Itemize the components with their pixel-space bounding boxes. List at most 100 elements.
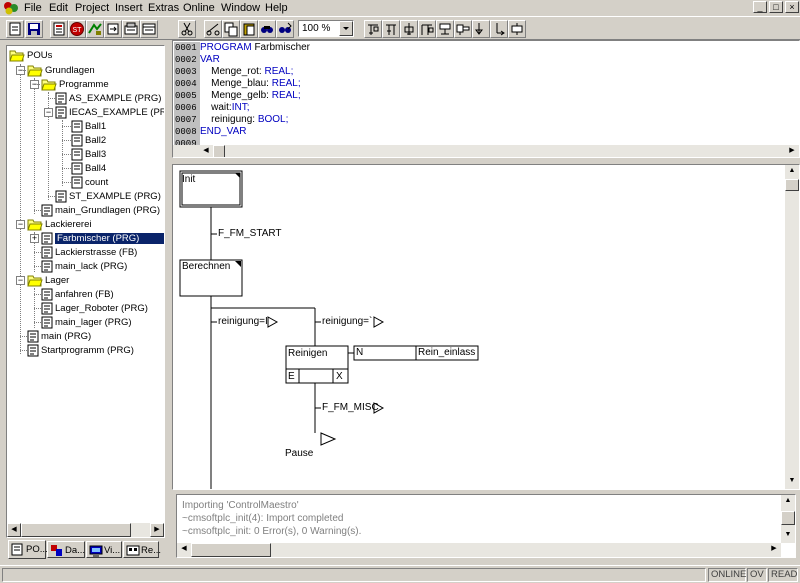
- copy-button[interactable]: [204, 20, 222, 38]
- action-button[interactable]: [454, 20, 472, 38]
- tab-data-types[interactable]: Da...: [47, 541, 85, 558]
- scroll-left-icon[interactable]: ◀: [181, 545, 187, 552]
- alt-branch-button[interactable]: [418, 20, 436, 38]
- action-qualifier-box[interactable]: [353, 345, 417, 361]
- menu-help[interactable]: Help: [265, 2, 288, 14]
- menu-window[interactable]: Window: [221, 2, 261, 14]
- keyword: VAR: [200, 54, 220, 65]
- new-button[interactable]: [6, 20, 24, 38]
- scroll-left-icon[interactable]: ◀: [203, 147, 209, 154]
- clipboard-button[interactable]: [240, 20, 258, 38]
- action-icon: [456, 24, 470, 35]
- jump-arrow-icon: [373, 316, 385, 328]
- save-icon: [28, 23, 40, 35]
- scroll-thumb[interactable]: [781, 511, 795, 525]
- step-reinigen-label: Reinigen: [288, 348, 328, 359]
- tree-line: [34, 252, 41, 253]
- paste-icon: [224, 22, 238, 37]
- transition-2-label: F_FM_MISC: [322, 402, 379, 413]
- collapse-icon[interactable]: −: [16, 275, 25, 285]
- close-button[interactable]: ×: [785, 1, 799, 13]
- step-reinigen-box[interactable]: [285, 345, 349, 384]
- step-after-button[interactable]: [400, 20, 418, 38]
- messages-vertical-scrollbar[interactable]: ▲ ▼: [781, 495, 795, 543]
- message-window[interactable]: Importing 'ControlMaestro' ~cmsoftplc_in…: [176, 494, 796, 558]
- tab-visualizations[interactable]: Vi...: [86, 541, 122, 558]
- declaration-horizontal-scrollbar[interactable]: ◀ ▶: [173, 145, 799, 157]
- chevron-down-icon[interactable]: [339, 21, 353, 36]
- sfc-vertical-scrollbar[interactable]: ▲ ▼: [785, 165, 799, 489]
- compile-button[interactable]: [122, 20, 140, 38]
- cut-icon: [181, 22, 193, 36]
- code-line: wait:INT;: [200, 102, 249, 114]
- stop-button[interactable]: ST: [68, 20, 86, 38]
- step-entry-label: E: [288, 371, 295, 382]
- step-berechnen-box[interactable]: [179, 259, 243, 297]
- declaration-editor[interactable]: 0001 0002 0003 0004 0005 0006 0007 0008 …: [172, 40, 800, 158]
- collapse-icon[interactable]: −: [16, 219, 25, 229]
- menu-edit[interactable]: Edit: [49, 2, 68, 14]
- pou-icon: [41, 288, 53, 301]
- collapse-icon[interactable]: −: [44, 107, 53, 117]
- scroll-right-icon[interactable]: ▶: [789, 147, 795, 154]
- scroll-up-icon[interactable]: ▲: [788, 167, 796, 174]
- print-button[interactable]: [50, 20, 68, 38]
- scroll-right-icon[interactable]: ▶: [771, 545, 777, 552]
- macro-button[interactable]: [508, 20, 526, 38]
- tree-line: [62, 120, 63, 186]
- tree-line: [62, 182, 71, 183]
- tab-label: PO...: [26, 544, 48, 555]
- cut-button[interactable]: [178, 20, 196, 38]
- minimize-button[interactable]: _: [753, 1, 767, 13]
- save-button[interactable]: [25, 20, 43, 38]
- menu-online[interactable]: Online: [183, 2, 215, 14]
- login-button[interactable]: [86, 20, 104, 38]
- jump-arrow-icon: [373, 402, 385, 414]
- scroll-up-icon[interactable]: ▲: [784, 497, 792, 504]
- tree-horizontal-scrollbar[interactable]: ◀ ▶: [7, 523, 164, 537]
- transition-left-label: reinigung=I: [218, 316, 268, 327]
- app-icon[interactable]: [3, 1, 19, 15]
- step-init-box[interactable]: [179, 170, 243, 208]
- menu-project[interactable]: Project: [75, 2, 110, 14]
- tree-label: Grundlagen: [45, 65, 95, 76]
- find-next-button[interactable]: [276, 20, 294, 38]
- line-number: 0005: [174, 90, 200, 102]
- jump-button[interactable]: [472, 20, 490, 38]
- pou-icon: [27, 344, 39, 357]
- restore-button[interactable]: □: [769, 1, 783, 13]
- scroll-thumb[interactable]: [785, 179, 799, 191]
- menu-insert[interactable]: Insert: [115, 2, 143, 14]
- expand-icon[interactable]: +: [30, 233, 39, 243]
- variable-type: REAL;: [271, 90, 301, 101]
- step-transition-button[interactable]: [364, 20, 382, 38]
- scroll-left-icon[interactable]: ◀: [7, 523, 21, 537]
- jump-icon: [320, 432, 337, 446]
- label-icon: [496, 23, 505, 36]
- scroll-thumb[interactable]: [191, 543, 271, 557]
- paste-button[interactable]: [222, 20, 240, 38]
- scroll-down-icon[interactable]: ▼: [784, 531, 792, 538]
- scroll-thumb[interactable]: [213, 145, 225, 157]
- scroll-right-icon[interactable]: ▶: [150, 523, 164, 537]
- tree-label: Farbmischer (PRG): [55, 233, 164, 244]
- tab-resources[interactable]: Re...: [123, 541, 161, 558]
- find-button[interactable]: [258, 20, 276, 38]
- editor-splitter[interactable]: [172, 158, 800, 164]
- tree-line: [62, 154, 71, 155]
- logout-button[interactable]: [104, 20, 122, 38]
- zoom-select[interactable]: 100 %: [298, 20, 354, 37]
- folder-open-icon: [41, 79, 57, 91]
- label-button[interactable]: [490, 20, 508, 38]
- menu-extras[interactable]: Extras: [148, 2, 180, 14]
- scroll-thumb[interactable]: [21, 523, 131, 537]
- menu-file[interactable]: File: [24, 2, 42, 14]
- tab-pous[interactable]: PO...: [8, 540, 48, 559]
- step-before-button[interactable]: [382, 20, 400, 38]
- action-name-box[interactable]: [415, 345, 479, 361]
- messages-horizontal-scrollbar[interactable]: ◀ ▶: [177, 543, 781, 557]
- build-button[interactable]: [140, 20, 158, 38]
- sfc-editor[interactable]: Init F_FM_START Berechnen reinigung=I re…: [172, 164, 800, 490]
- par-branch-button[interactable]: [436, 20, 454, 38]
- scroll-down-icon[interactable]: ▼: [788, 477, 796, 484]
